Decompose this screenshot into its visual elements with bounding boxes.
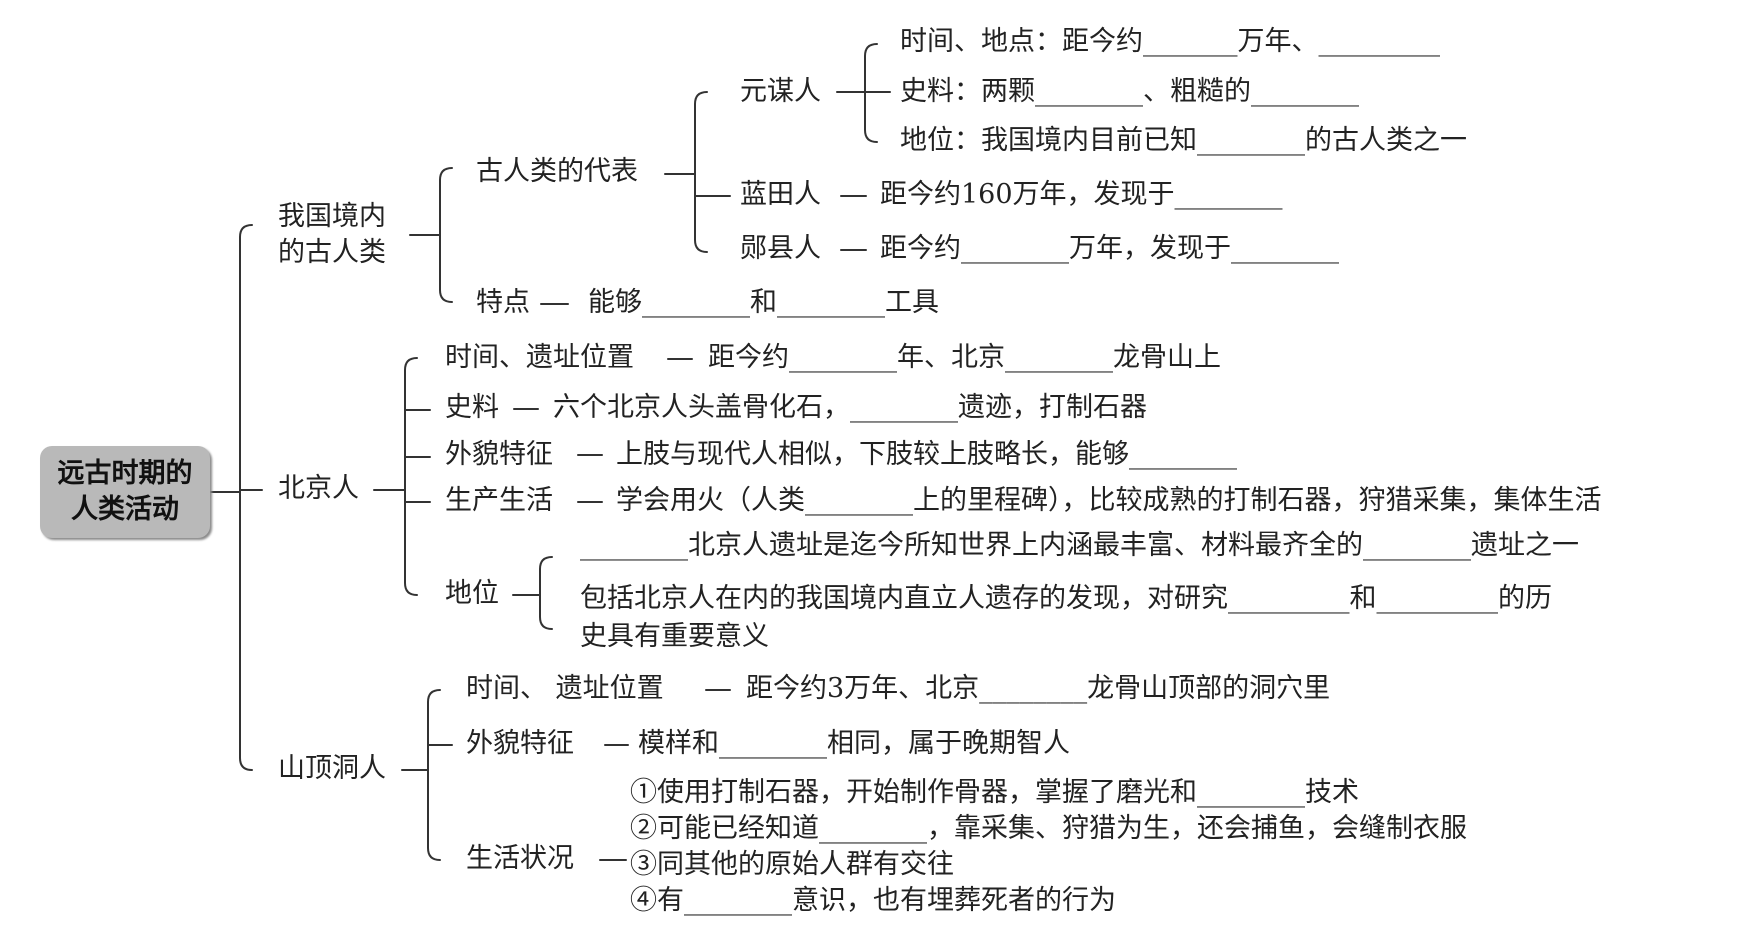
b2-time-text: 距今约________年、北京________龙骨山上	[708, 342, 1221, 373]
b1-title-line-2: 的古人类	[278, 237, 386, 268]
b3-life-item-1: ①使用打制石器，开始制作骨器，掌握了磨光和________技术	[630, 777, 1359, 808]
b2-status-bracket	[539, 556, 553, 630]
b3-bracket	[427, 689, 441, 861]
root-line-2: 人类活动	[71, 494, 179, 525]
yunxian-text: 距今约________万年，发现于________	[880, 233, 1339, 264]
b3-appearance-text: 模样和________相同，属于晚期智人	[638, 728, 1070, 759]
main-trunk	[239, 224, 253, 771]
b3-life-item-4: ④有________意识，也有埋葬死者的行为	[630, 885, 1116, 916]
b2-material-text: 六个北京人头盖骨化石，________遗迹，打制石器	[553, 392, 1147, 423]
lantian-name: 蓝田人	[740, 179, 821, 210]
b3-life-label: 生活状况	[466, 843, 574, 874]
yuanmou-status: 地位：我国境内目前已知________的古人类之一	[900, 125, 1467, 156]
lantian-text: 距今约160万年，发现于________	[880, 179, 1283, 210]
b2-life-label: 生产生活	[445, 485, 553, 516]
b2-appearance-label: 外貌特征	[445, 439, 553, 470]
yuanmou-name: 元谋人	[740, 76, 821, 107]
b1-representatives: 古人类的代表	[476, 156, 638, 187]
b1-bracket	[439, 167, 453, 303]
yunxian-name: 郧县人	[740, 233, 821, 264]
b1-rep-bracket	[694, 91, 708, 253]
yuanmou-material: 史料：两颗________、粗糙的________	[900, 76, 1359, 107]
b2-material-label: 史料	[445, 392, 499, 423]
b2-title: 北京人	[278, 473, 359, 504]
b2-time-label: 时间、遗址位置	[445, 342, 634, 373]
b3-time-text: 距今约3万年、北京________龙骨山顶部的洞穴里	[746, 673, 1331, 704]
b2-bracket	[404, 357, 418, 596]
b2-status-label: 地位	[445, 578, 499, 609]
b3-time-label: 时间、 遗址位置	[466, 673, 664, 704]
b2-life-text: 学会用火（人类________上的里程碑），比较成熟的打制石器，狩猎采集，集体生…	[616, 485, 1602, 516]
b2-appearance-text: 上肢与现代人相似，下肢较上肢略长，能够________	[616, 439, 1237, 470]
b1-feature-label: 特点	[476, 287, 530, 318]
b3-title: 山顶洞人	[278, 753, 386, 784]
b3-life-item-2: ②可能已经知道________，靠采集、狩猎为生，还会捕鱼，会缝制衣服	[630, 813, 1467, 844]
b1-feature-text: 能够________和________工具	[588, 287, 939, 318]
b3-appearance-label: 外貌特征	[466, 728, 574, 759]
b1-title-line-1: 我国境内	[278, 201, 386, 232]
b3-life-item-3: ③同其他的原始人群有交往	[630, 849, 954, 880]
yuanmou-time: 时间、地点：距今约_______万年、_________	[900, 26, 1440, 57]
root-node: 远古时期的 人类活动	[40, 446, 210, 538]
b2-status-item-1: ________北京人遗址是迄今所知世界上内涵最丰富、材料最齐全的_______…	[580, 530, 1579, 561]
b2-status-item-2-line-1: 包括北京人在内的我国境内直立人遗存的发现，对研究_________和______…	[580, 583, 1552, 614]
root-line-1: 远古时期的	[57, 458, 193, 489]
b2-status-item-2-line-2: 史具有重要意义	[580, 621, 769, 652]
